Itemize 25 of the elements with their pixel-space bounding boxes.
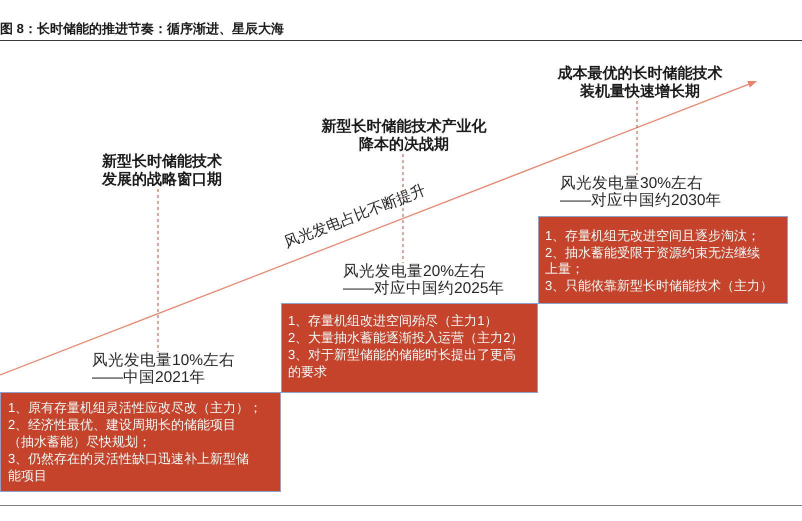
milestone-text: 风光发电量10%左右 xyxy=(92,352,236,369)
list-item: 1、原有存量机组灵活性应改尽改（主力）； xyxy=(8,399,264,416)
milestone-text: ——对应中国约2030年 xyxy=(560,192,722,209)
milestone-text: 风光发电量20%左右 xyxy=(343,263,488,280)
list-item: 3、对于新型储能的储能时长提出了更高的要求 xyxy=(288,346,518,380)
dashed-connector xyxy=(636,100,638,176)
figure-title: 图 8：长时储能的推进节奏：循序渐进、星辰大海 xyxy=(0,21,284,37)
list-item: 1、存量机组无改进空间且逐步淘汰； xyxy=(545,228,762,244)
milestone-text: ——中国2021年 xyxy=(92,369,206,386)
list-item: 2、大量抽水蓄能逐渐投入运营（主力2） xyxy=(288,329,524,346)
phase-heading: 新型长时储能技术产业化降本的决战期 xyxy=(316,118,492,154)
list-item: 3、只能依靠新型长时储能技术（主力） xyxy=(545,278,774,294)
phase-heading: 成本最优的长时储能技术装机量快速增长期 xyxy=(552,65,728,101)
measures-box xyxy=(538,216,788,304)
milestone-text: 风光发电量30%左右 xyxy=(560,175,704,192)
phase-heading: 新型长时储能技术发展的战略窗口期 xyxy=(98,153,226,189)
list-item: 2、抽水蓄能受限于资源约束无法继续上量； xyxy=(545,244,762,278)
dashed-connector xyxy=(402,154,404,264)
trend-label: 风光发电占比不断提升 xyxy=(282,182,428,252)
measures-box xyxy=(281,303,538,393)
list-item: 1、存量机组改进空间殆尽（主力1） xyxy=(288,312,498,329)
list-item: 2、经济性最优、建设周期长的储能项目（抽水蓄能）尽快规划； xyxy=(8,416,238,450)
milestone-text: ——对应中国约2025年 xyxy=(343,280,504,297)
list-item: 3、仍然存在的灵活性缺口迅速补上新型储能项目 xyxy=(8,450,250,484)
measures-box xyxy=(0,392,281,492)
